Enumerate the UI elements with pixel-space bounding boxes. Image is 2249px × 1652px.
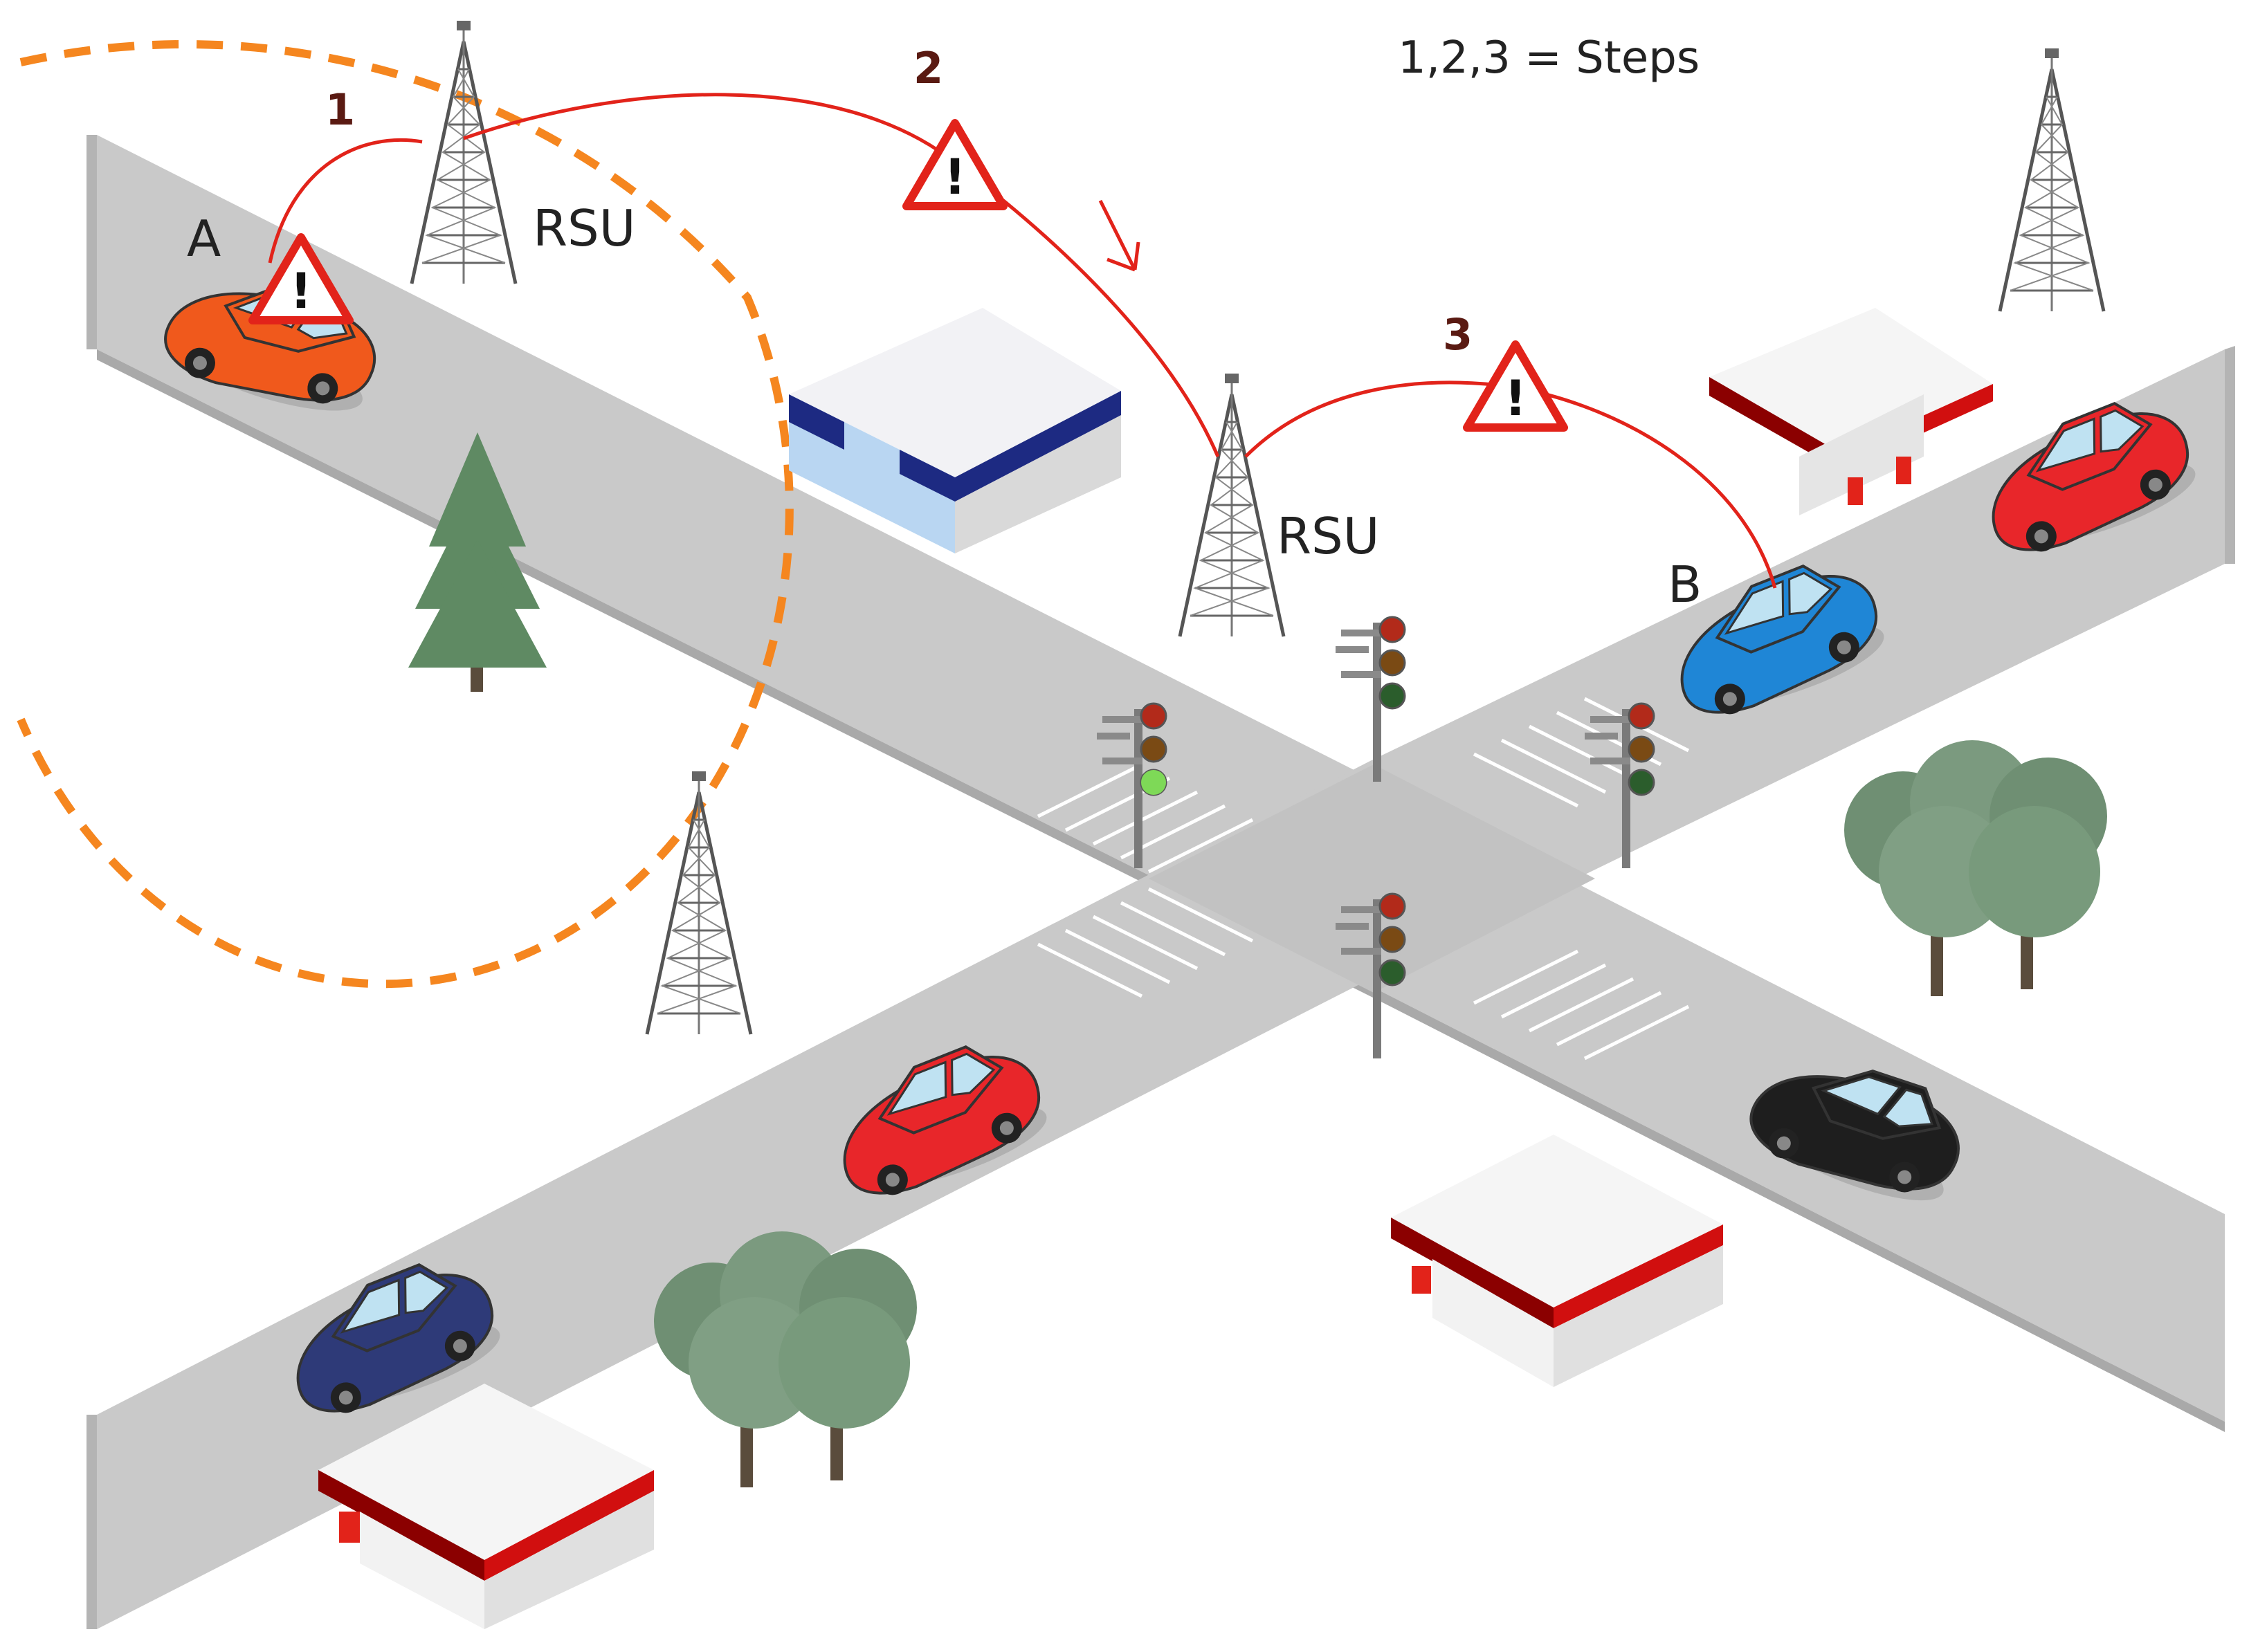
warning-mark: ! [944, 149, 966, 205]
steps-legend: 1,2,3 = Steps [1398, 33, 1700, 84]
warning-triangle-icon: ! [907, 123, 1003, 206]
road-2-side [86, 1415, 97, 1629]
step-1-label: 1 [325, 84, 355, 135]
gas-station-northeast [1709, 308, 1993, 515]
path-step-1 [268, 138, 423, 264]
pine-tree-icon [408, 432, 547, 692]
warning-mark: ! [1504, 370, 1527, 427]
warning-mark: ! [290, 263, 312, 320]
rsu-2-label: RSU [1277, 507, 1379, 565]
intersection [1149, 764, 1595, 993]
tree-cluster-east-icon [1844, 740, 2107, 996]
traffic-light-green-lamp [1141, 770, 1166, 795]
road-1-left-side [86, 135, 97, 349]
cell-tower-icon [2000, 48, 2104, 311]
cell-tower-icon [412, 21, 516, 284]
warning-triangle-icon: ! [253, 237, 349, 320]
warning-triangle-icon: ! [1467, 345, 1564, 428]
cell-tower-icon [647, 771, 751, 1034]
tree-cluster-southwest-icon [654, 1231, 917, 1487]
rsu-1-label: RSU [533, 199, 635, 257]
step-2-label: 2 [913, 43, 943, 93]
gas-station-southwest [318, 1384, 654, 1629]
step-3-label: 3 [1443, 309, 1473, 360]
gas-station-south [1391, 1135, 1723, 1387]
vehicle-b-label: B [1668, 556, 1702, 614]
road-2-right-side [2225, 346, 2235, 564]
direction-arrow [1098, 199, 1140, 272]
rsu-coverage-area [17, 39, 794, 989]
vehicle-a-label: A [187, 210, 221, 268]
crosswalks [1037, 697, 1690, 1061]
building-blue-roof [789, 308, 1121, 553]
